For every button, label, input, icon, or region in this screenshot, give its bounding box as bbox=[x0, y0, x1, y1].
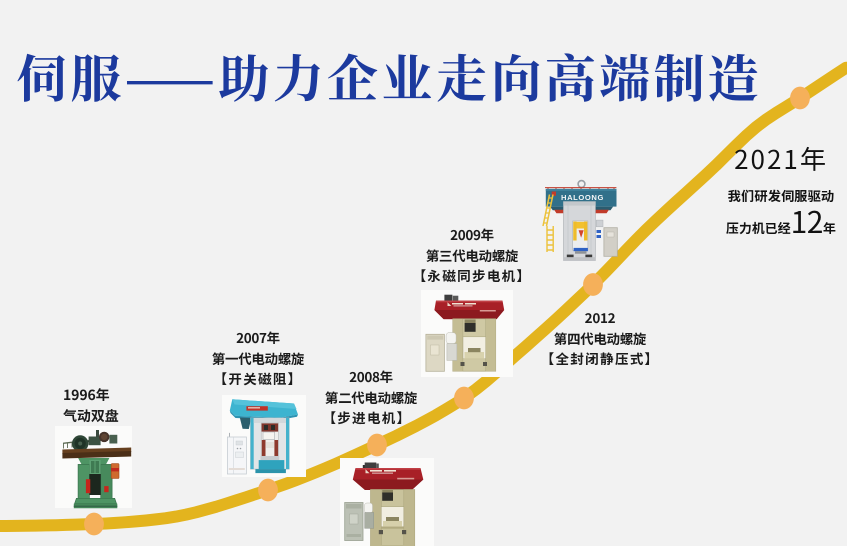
milestone-name: 第一代电动螺旋 bbox=[211, 347, 305, 368]
milestone-name: 第二代电动螺旋 bbox=[324, 386, 418, 407]
milestone-dot[interactable] bbox=[454, 386, 474, 410]
milestone-detail: 【开关磁阻】 bbox=[213, 368, 303, 389]
press-illustration-2012: HALOONG bbox=[542, 179, 618, 261]
milestone-year: 1996年 bbox=[63, 385, 110, 405]
milestone-year: 2012 bbox=[584, 307, 616, 327]
milestone-dot[interactable] bbox=[258, 478, 278, 502]
milestone-detail: 【步进电机】 bbox=[322, 407, 412, 428]
milestone-2009[interactable]: 2009年 第三代电动螺旋 【永磁同步电机】 bbox=[387, 224, 557, 286]
press-illustration-1996 bbox=[62, 430, 132, 509]
highlight-line2-prefix: 压力机已经 bbox=[726, 218, 791, 237]
highlight-line2-suffix: 年 bbox=[822, 218, 836, 237]
milestone-1996[interactable]: 1996年 气动双盘 bbox=[63, 385, 183, 427]
machine-2007-press[interactable] bbox=[220, 390, 310, 480]
milestone-name: 第四代电动螺旋 bbox=[553, 327, 647, 348]
milestone-detail: 【全封闭静压式】 bbox=[540, 348, 660, 369]
milestone-2012[interactable]: 2012 第四代电动螺旋 【全封闭静压式】 bbox=[515, 307, 685, 369]
highlight-line2-number: 12 bbox=[790, 198, 824, 242]
milestone-year: 2007年 bbox=[236, 327, 280, 347]
page-title: 伺服——助力企业走向高端制造 bbox=[16, 38, 763, 112]
highlight-line2: 压力机已经12年 bbox=[699, 205, 847, 240]
milestone-dot[interactable] bbox=[367, 433, 387, 457]
milestone-2008[interactable]: 2008年 第二代电动螺旋 【步进电机】 bbox=[286, 366, 456, 428]
machine-2009-press[interactable] bbox=[420, 288, 515, 379]
milestone-detail: 【永磁同步电机】 bbox=[412, 265, 532, 286]
machine-1996-pneumatic-press[interactable] bbox=[52, 420, 142, 515]
milestone-dot[interactable] bbox=[583, 273, 603, 296]
press-illustration-2008 bbox=[344, 462, 424, 546]
brand-label: HALOONG bbox=[561, 193, 604, 202]
machine-2012-servo-press[interactable]: HALOONG bbox=[534, 178, 628, 266]
milestone-dot[interactable] bbox=[790, 86, 810, 110]
milestone-2007[interactable]: 2007年 第一代电动螺旋 【开关磁阻】 bbox=[173, 327, 343, 389]
milestone-name: 第三代电动螺旋 bbox=[425, 244, 519, 265]
growth-curve bbox=[0, 61, 847, 532]
machine-2008-press[interactable] bbox=[338, 456, 435, 546]
highlight-2021-year: 2021年 bbox=[734, 140, 828, 177]
milestone-dot[interactable] bbox=[84, 512, 104, 536]
milestone-year: 2009年 bbox=[450, 224, 494, 244]
milestone-year: 2008年 bbox=[349, 366, 393, 386]
milestone-name: 气动双盘 bbox=[63, 406, 119, 426]
press-illustration-2007 bbox=[226, 399, 298, 475]
highlight-line1: 我们研发伺服驱动 bbox=[727, 185, 835, 205]
press-illustration-2009 bbox=[425, 294, 505, 372]
